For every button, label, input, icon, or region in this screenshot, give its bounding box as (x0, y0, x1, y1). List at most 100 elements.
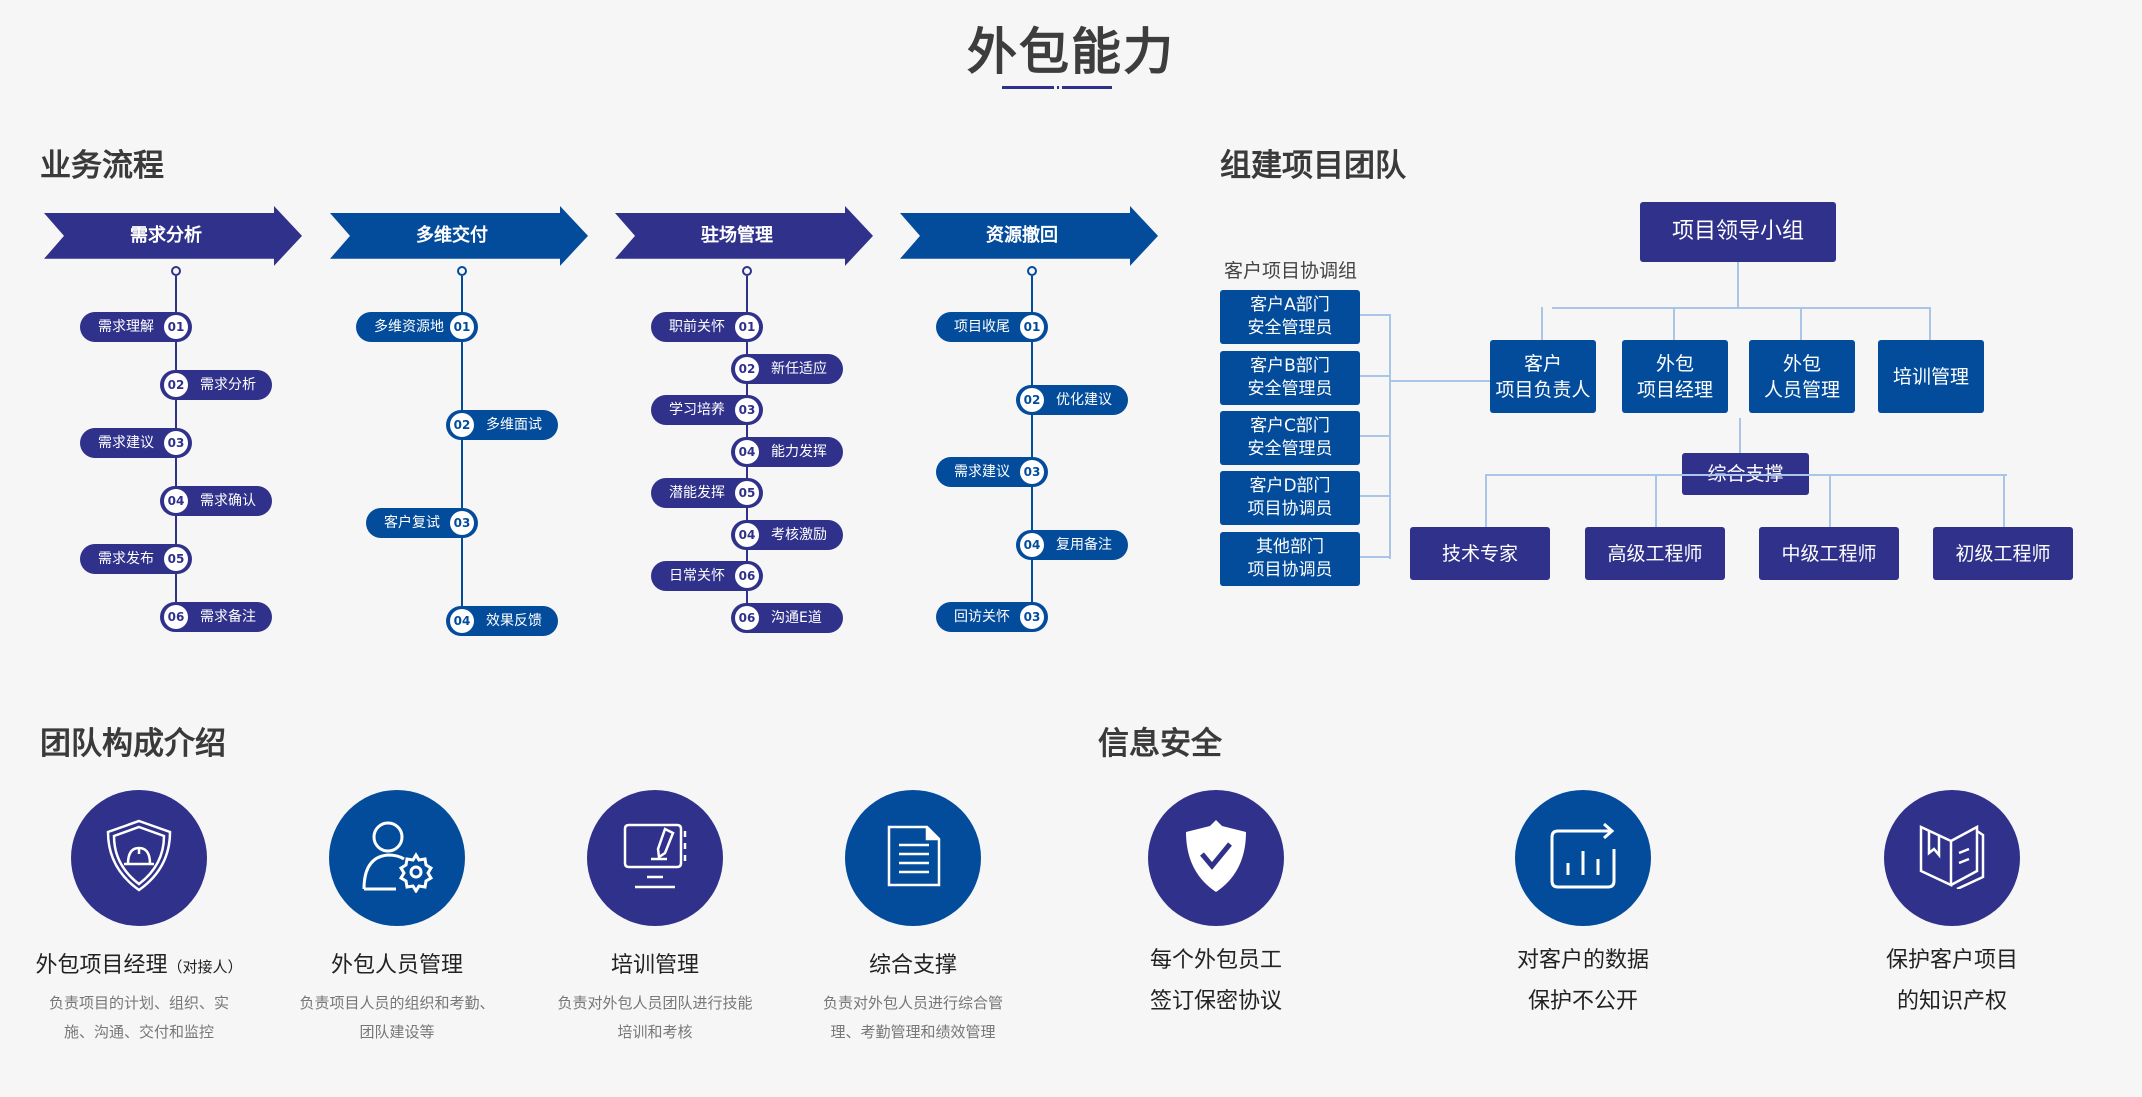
step-number: 05 (164, 547, 188, 571)
info-security-title: 信息安全 (1098, 726, 1222, 762)
timeline-start-dot (1027, 266, 1037, 276)
step-number: 04 (450, 609, 474, 633)
process-step[interactable]: 03 需求建议 (936, 457, 1048, 487)
step-number: 02 (1020, 387, 1044, 412)
box-text: 客户D部门 (1249, 476, 1331, 496)
card-desc: 负责对外包人员进行综合管理、考勤管理和绩效管理 (763, 989, 1063, 1047)
connector-line (1929, 307, 1931, 340)
desc-line: 负责对外包人员进行综合管 (822, 994, 1003, 1012)
step-label: 沟通E道 (771, 609, 822, 626)
box-text: 项目协调员 (1247, 499, 1333, 519)
stage-arrow[interactable]: 需求分析 (44, 206, 302, 266)
role-box[interactable]: 外包人员管理 (1749, 340, 1855, 413)
arrow-shape (900, 206, 1158, 266)
process-step[interactable]: 04 需求确认 (160, 486, 272, 516)
user-gear-icon (360, 819, 434, 897)
step-number: 01 (1020, 315, 1044, 339)
stage-arrow[interactable]: 多维交付 (330, 206, 588, 266)
security-item: 对客户的数据保护不公开 (1433, 790, 1733, 1050)
process-step[interactable]: 03 回访关怀 (936, 602, 1048, 632)
desc-line: 理、考勤管理和绩效管理 (830, 1023, 996, 1041)
box-text: 人员管理 (1763, 378, 1840, 401)
engineer-box[interactable]: 初级工程师 (1933, 527, 2073, 580)
connector-line (2003, 474, 2005, 527)
step-label: 考核激励 (771, 526, 827, 543)
engineer-box[interactable]: 高级工程师 (1585, 527, 1725, 580)
leader-box[interactable]: 项目领导小组 (1640, 202, 1836, 262)
step-number: 05 (735, 481, 759, 505)
connector-line (1360, 556, 1390, 558)
step-label: 需求备注 (200, 609, 256, 625)
step-number: 06 (735, 564, 759, 588)
security-text: 对客户的数据保护不公开 (1433, 940, 1733, 1022)
step-label: 项目收尾 (954, 319, 1010, 335)
connector-line (1389, 380, 1491, 382)
process-step[interactable]: 01 项目收尾 (936, 312, 1048, 342)
monitor-pen-icon (621, 823, 689, 893)
process-step[interactable]: 03 学习培养 (651, 395, 763, 425)
security-item: 保护客户项目的知识产权 (1802, 790, 2102, 1050)
team-intro-title: 团队构成介绍 (40, 726, 226, 762)
engineer-box[interactable]: 技术专家 (1410, 527, 1550, 580)
step-label: 新任适应 (771, 360, 827, 377)
client-dept-box[interactable]: 客户D部门项目协调员 (1220, 471, 1360, 525)
step-number: 03 (1020, 605, 1044, 629)
icon-circle (845, 790, 981, 926)
step-label: 学习培养 (669, 402, 725, 418)
role-box[interactable]: 培训管理 (1878, 340, 1984, 413)
timeline-start-dot (742, 266, 752, 276)
connector-line (1552, 307, 1930, 309)
step-number: 03 (1020, 460, 1044, 484)
stage-arrow[interactable]: 驻场管理 (615, 206, 873, 266)
security-line: 签订保密协议 (1149, 989, 1282, 1014)
client-dept-box[interactable]: 客户B部门安全管理员 (1220, 351, 1360, 405)
client-group-label: 客户项目协调组 (1224, 260, 1358, 282)
step-label: 日常关怀 (669, 568, 725, 584)
client-dept-box[interactable]: 其他部门项目协调员 (1220, 532, 1360, 586)
step-label: 需求发布 (98, 551, 154, 567)
step-label: 回访关怀 (954, 609, 1010, 625)
step-number: 02 (450, 413, 474, 437)
step-number: 04 (164, 489, 188, 513)
box-text: 客户 (1523, 352, 1562, 375)
role-box[interactable]: 外包项目经理 (1622, 340, 1728, 413)
step-number: 03 (735, 398, 759, 422)
process-step[interactable]: 05 需求发布 (80, 544, 192, 574)
card-title-text: 培训管理 (610, 953, 699, 978)
timeline-start-dot (171, 266, 181, 276)
security-line: 每个外包员工 (1149, 948, 1282, 973)
process-step[interactable]: 06 日常关怀 (651, 561, 763, 591)
client-dept-box[interactable]: 客户A部门安全管理员 (1220, 290, 1360, 344)
document-icon (885, 825, 941, 891)
connector-line (1673, 307, 1675, 340)
card-title-note: （对接人） (167, 958, 243, 976)
connector-line (1739, 418, 1741, 453)
connector-line (1541, 307, 1543, 340)
stage-arrow[interactable]: 资源撤回 (900, 206, 1158, 266)
step-label: 需求建议 (954, 464, 1010, 480)
role-box[interactable]: 客户项目负责人 (1490, 340, 1596, 413)
connector-line (1737, 262, 1739, 308)
team-card: 外包人员管理负责项目人员的组织和考勤、团队建设等 (247, 790, 547, 1050)
security-line: 的知识产权 (1896, 989, 2007, 1014)
team-card: 综合支撑负责对外包人员进行综合管理、考勤管理和绩效管理 (763, 790, 1063, 1050)
step-label: 需求确认 (200, 493, 256, 509)
client-dept-box[interactable]: 客户C部门安全管理员 (1220, 411, 1360, 465)
engineer-box[interactable]: 中级工程师 (1759, 527, 1899, 580)
